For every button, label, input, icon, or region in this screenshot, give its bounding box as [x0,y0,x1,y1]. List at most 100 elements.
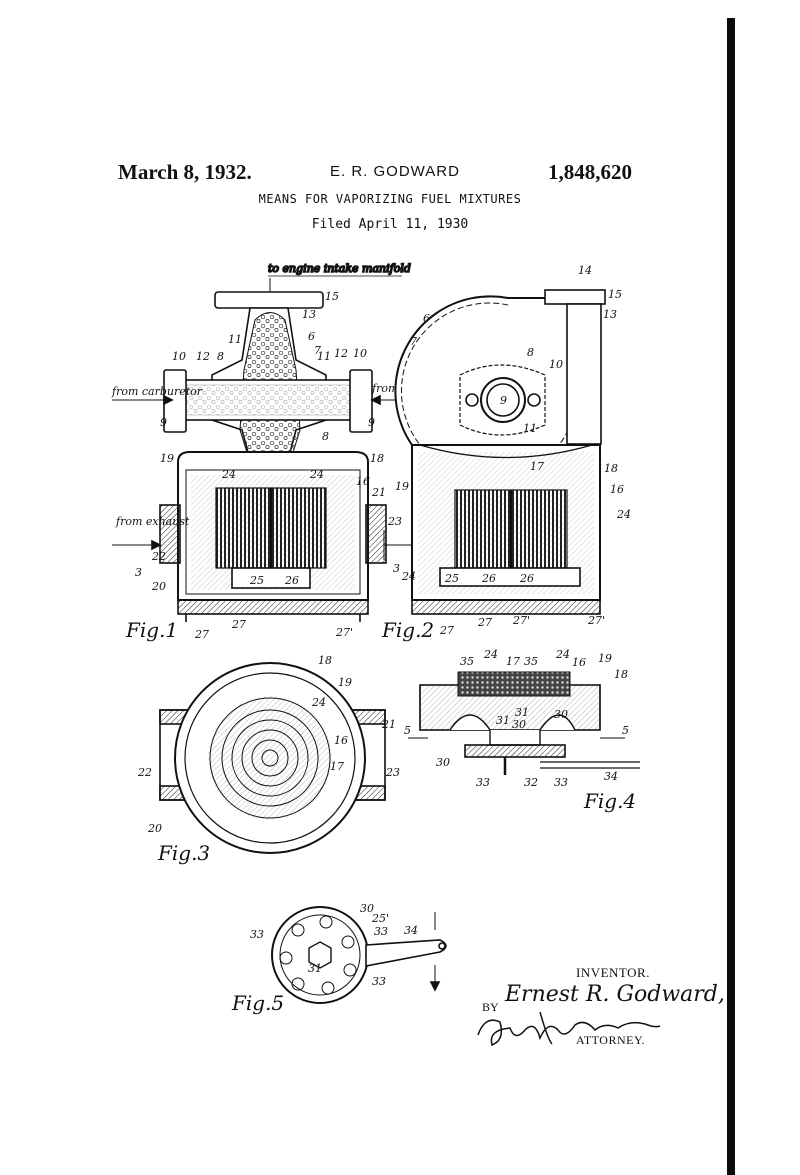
reference-numeral: 7 [314,344,321,357]
reference-numeral: 13 [603,308,617,321]
reference-numeral: 14 [578,264,592,277]
reference-numeral: 21 [371,486,386,499]
figure-2-labels: 14 15 13 6 7 8 10 9 11 17 18 19 16 24 3 … [381,264,631,642]
reference-numeral: 27' [587,614,605,627]
reference-numeral: 18 [604,462,618,475]
reference-numeral: 16 [610,483,624,496]
reference-numeral: 22 [151,550,166,563]
reference-numeral: 33 [372,975,386,988]
reference-numeral: 11 [228,333,242,346]
reference-numeral: 5 [622,724,629,737]
figure-4-labels: 35 24 17 35 24 16 19 18 31 31 30 30 5 5 … [404,648,636,813]
reference-numeral: 24 [311,696,326,709]
reference-numeral: 27' [512,614,530,627]
reference-numeral: 16 [356,475,370,488]
reference-numeral: 30 [554,708,568,721]
patent-date: March 8, 1932. [118,160,252,184]
figure-3 [159,662,386,854]
reference-numeral: 25' [371,912,389,925]
patent-number: 1,848,620 [548,160,632,184]
figure-1: to engine intake manifold [112,261,432,622]
reference-numeral: 3 [393,562,400,575]
reference-numeral: 31 [308,962,322,975]
patent-title: MEANS FOR VAPORIZING FUEL MIXTURES [258,192,522,206]
reference-numeral: 27 [477,616,492,629]
reference-numeral: 35 [524,655,538,668]
reference-numeral: 24 [555,648,570,661]
reference-numeral: 20 [151,580,166,593]
by-label: BY [482,1000,499,1014]
reference-numeral: 30 [360,902,374,915]
page-edge-bar [727,18,735,1175]
inventor-signature: Ernest R. Godward, [505,982,725,1007]
figure-1-labels: 15 13 6 7 11 11 10 12 8 12 10 from carbu… [111,290,463,642]
figure-4 [408,671,640,775]
reference-numeral: 19 [160,452,174,465]
reference-numeral: 17 [506,655,520,668]
reference-numeral: 25 [249,574,264,587]
reference-numeral: 33 [250,928,264,941]
figure-3-labels: 18 19 24 21 16 17 22 23 20 Fig.3 [137,654,400,865]
reference-numeral: 10 [172,350,186,363]
reference-numeral: 24 [221,468,236,481]
reference-numeral: 30 [436,756,450,769]
figure-2-label: Fig.2 [381,618,434,642]
reference-numeral: 9 [500,394,507,407]
figure-5-labels: 30 25' 33 33 34 31 33 Fig.5 [231,902,418,1015]
reference-numeral: 24 [401,570,416,583]
reference-numeral: 11 [317,350,331,363]
reference-numeral: 32 [524,776,538,789]
reference-numeral: 18 [318,654,332,667]
reference-numeral: 33 [554,776,568,789]
reference-numeral: 34 [404,924,418,937]
figure-2 [383,289,606,615]
reference-numeral: 27 [194,628,209,641]
reference-numeral: 23 [387,515,402,528]
figure-5 [271,906,447,1004]
reference-numeral: 25 [444,572,459,585]
reference-numeral: 27 [231,618,246,631]
reference-numeral: 24 [309,468,324,481]
reference-numeral: 8 [322,430,329,443]
reference-numeral: 27 [439,624,454,637]
reference-numeral: 15 [608,288,622,301]
reference-numeral: 8 [527,346,534,359]
reference-numeral: 12 [196,350,210,363]
reference-numeral: 30 [512,718,526,731]
reference-numeral: 12 [334,347,348,360]
from-exhaust: from exhaust [115,515,190,528]
attorney-signature [477,1011,661,1047]
reference-numeral: 10 [549,358,563,371]
reference-numeral: 8 [217,350,224,363]
reference-numeral: 23 [385,766,400,779]
reference-numeral: 3 [135,566,142,579]
reference-numeral: 18 [370,452,384,465]
figure-4-label: Fig.4 [583,789,636,813]
reference-numeral: 22 [137,766,152,779]
reference-numeral: 16 [572,656,586,669]
reference-numeral: 13 [302,308,316,321]
reference-numeral: 19 [395,480,409,493]
attorney-label: ATTORNEY. [576,1033,646,1047]
reference-numeral: 10 [353,347,367,360]
reference-numeral: 34 [604,770,618,783]
reference-numeral: 26 [519,572,534,585]
inventor-label: INVENTOR. [576,965,650,980]
reference-numeral: 6 [308,330,315,343]
patent-inventor: E. R. GODWARD [330,163,460,180]
reference-numeral: 26 [481,572,496,585]
reference-numeral: 19 [338,676,352,689]
reference-numeral: 6 [423,312,430,325]
reference-numeral: 15 [325,290,339,303]
reference-numeral: 9 [160,416,167,429]
figure-5-label: Fig.5 [231,991,284,1015]
reference-numeral: 5 [404,724,411,737]
reference-numeral: 31 [515,706,529,719]
filing-date: Filed April 11, 1930 [311,217,469,232]
to-engine-note: to engine intake manifold [268,262,411,275]
reference-numeral: 21 [381,718,396,731]
reference-numeral: 33 [374,925,388,938]
reference-numeral: 31 [496,714,510,727]
reference-numeral: 26 [284,574,299,587]
reference-numeral: 18 [614,668,628,681]
